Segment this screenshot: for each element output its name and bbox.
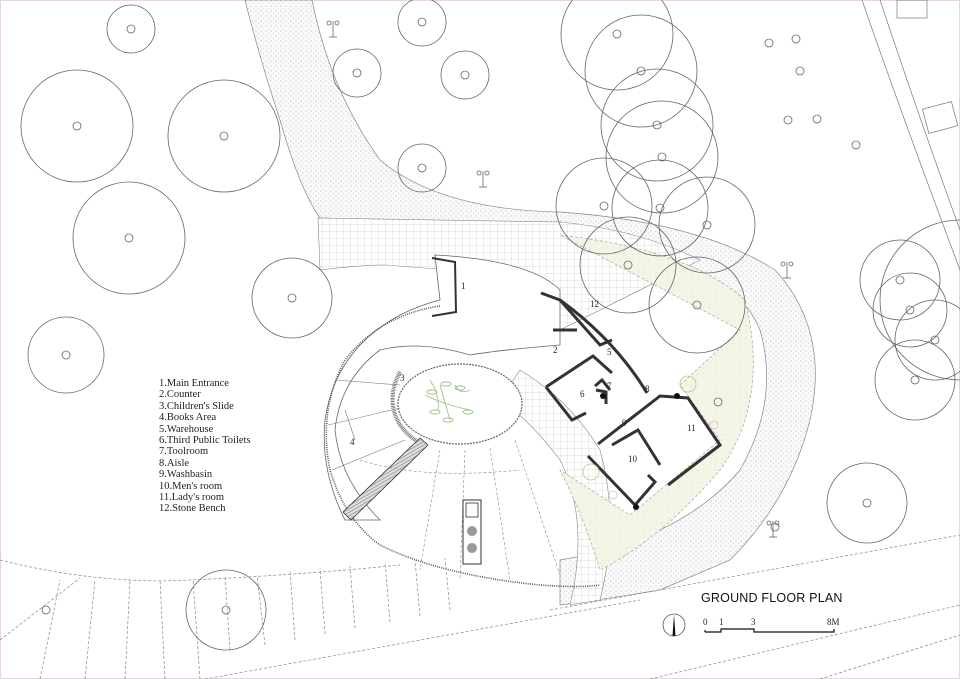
room-label-6: 6 xyxy=(580,389,585,399)
legend-item: 9.Washbasin xyxy=(159,469,213,481)
scale-bar xyxy=(704,628,835,633)
room-label-1: 1 xyxy=(461,281,466,291)
library-building xyxy=(323,254,601,588)
legend-item: 4.Books Area xyxy=(159,412,217,424)
east-road xyxy=(549,534,960,679)
room-label-9: 9 xyxy=(622,418,627,428)
room-label-2: 2 xyxy=(553,345,558,355)
trees xyxy=(20,0,960,651)
shrubs xyxy=(582,375,697,481)
legend-item: 8.Aisle xyxy=(159,457,190,469)
legend-item: 6.Third Public Toilets xyxy=(159,435,251,447)
legend-item: 3.Children's Slide xyxy=(159,400,234,412)
legend-item: 12.Stone Bench xyxy=(159,503,226,515)
scale-tick-1: 1 xyxy=(719,617,724,627)
room-label-10: 10 xyxy=(628,454,637,464)
service-block-walls xyxy=(540,291,723,508)
legend-item: 5.Warehouse xyxy=(159,423,214,435)
room-label-11: 11 xyxy=(687,423,696,433)
column xyxy=(633,504,639,510)
room-legend: 1.Main Entrance 2.Counter 3.Children's S… xyxy=(159,378,251,515)
lamp-post-icons xyxy=(326,20,794,538)
road-edges xyxy=(861,0,960,271)
room-label-4: 4 xyxy=(350,437,355,447)
room-label-8: 8 xyxy=(645,384,650,394)
room-label-5: 5 xyxy=(607,347,612,357)
legend-item: 1.Main Entrance xyxy=(159,378,229,389)
flowers xyxy=(608,420,719,500)
scale-tick-3: 3 xyxy=(751,617,756,627)
room-label-7: 7 xyxy=(607,381,612,391)
north-arrow-icon xyxy=(662,613,686,637)
scale-tick-8m: 8M xyxy=(827,617,840,627)
legend-item: 2.Counter xyxy=(159,389,201,401)
room-label-12: 12 xyxy=(590,299,599,309)
column xyxy=(674,393,680,399)
lower-terrace xyxy=(0,557,641,679)
legend-item: 11.Lady's room xyxy=(159,492,225,504)
lawn-area xyxy=(559,234,754,571)
column xyxy=(600,393,606,399)
legend-item: 10.Men's room xyxy=(159,480,223,492)
legend-item: 7.Toolroom xyxy=(159,446,209,458)
scale-tick-0: 0 xyxy=(703,617,708,627)
room-label-3: 3 xyxy=(400,373,405,383)
plan-title: GROUND FLOOR PLAN xyxy=(701,591,843,605)
courtyard-tree xyxy=(424,379,474,423)
